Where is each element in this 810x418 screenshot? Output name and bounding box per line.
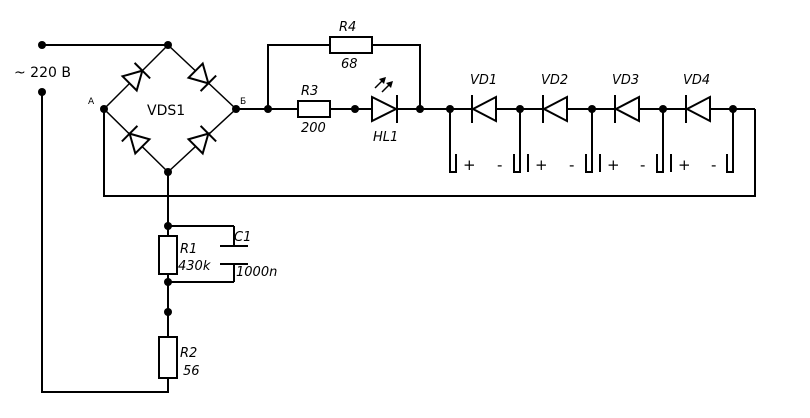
- battery-minus-1: -: [497, 156, 502, 174]
- wires: [41, 43, 756, 393]
- r2-value: 56: [183, 364, 200, 379]
- bridge-diodes: [120, 61, 217, 156]
- c1-name: C1: [234, 230, 251, 245]
- resistor-r3: [297, 100, 331, 118]
- r1-name: R1: [180, 242, 197, 257]
- resistor-r1: [158, 235, 178, 275]
- vd4-label: VD4: [683, 73, 710, 88]
- battery-minus-4: -: [711, 156, 716, 174]
- vd3-label: VD3: [612, 73, 639, 88]
- capacitor-c1: [220, 245, 248, 265]
- r1-value: 430k: [178, 259, 211, 274]
- r3-name: R3: [301, 84, 318, 99]
- bridge-label: VDS1: [147, 103, 185, 119]
- r4-name: R4: [339, 20, 356, 35]
- led-hl1-icon: [371, 77, 399, 123]
- bridge-diode-upper-right-icon: [186, 61, 217, 92]
- battery-plus-4: +: [678, 156, 691, 174]
- node-a-label: А: [88, 97, 95, 107]
- r3-value: 200: [301, 121, 326, 136]
- diode-vd4-icon: [684, 95, 711, 123]
- battery-minus-2: -: [569, 156, 574, 174]
- mains-label: ~ 220 В: [14, 65, 71, 81]
- battery-plus-3: +: [607, 156, 620, 174]
- junction-dots: [38, 41, 737, 316]
- hl1-label: HL1: [373, 130, 398, 145]
- diode-vd3-icon: [613, 95, 640, 123]
- battery-plus-2: +: [535, 156, 548, 174]
- resistor-r4: [329, 36, 373, 54]
- bridge-diode-upper-left-icon: [120, 62, 151, 93]
- node-b-label: Б: [240, 97, 246, 107]
- r4-value: 68: [341, 57, 358, 72]
- battery-minus-3: -: [640, 156, 645, 174]
- c1-value: 1000n: [236, 265, 277, 280]
- resistor-r2: [158, 336, 178, 379]
- vd1-label: VD1: [470, 73, 497, 88]
- vd2-label: VD2: [541, 73, 568, 88]
- diode-vd2-icon: [541, 95, 568, 123]
- battery-plus-1: +: [463, 156, 476, 174]
- bridge-diode-lower-left-icon: [121, 125, 152, 156]
- bridge-diode-lower-right-icon: [186, 125, 217, 156]
- diode-vd1-icon: [470, 95, 497, 123]
- r2-name: R2: [180, 346, 197, 361]
